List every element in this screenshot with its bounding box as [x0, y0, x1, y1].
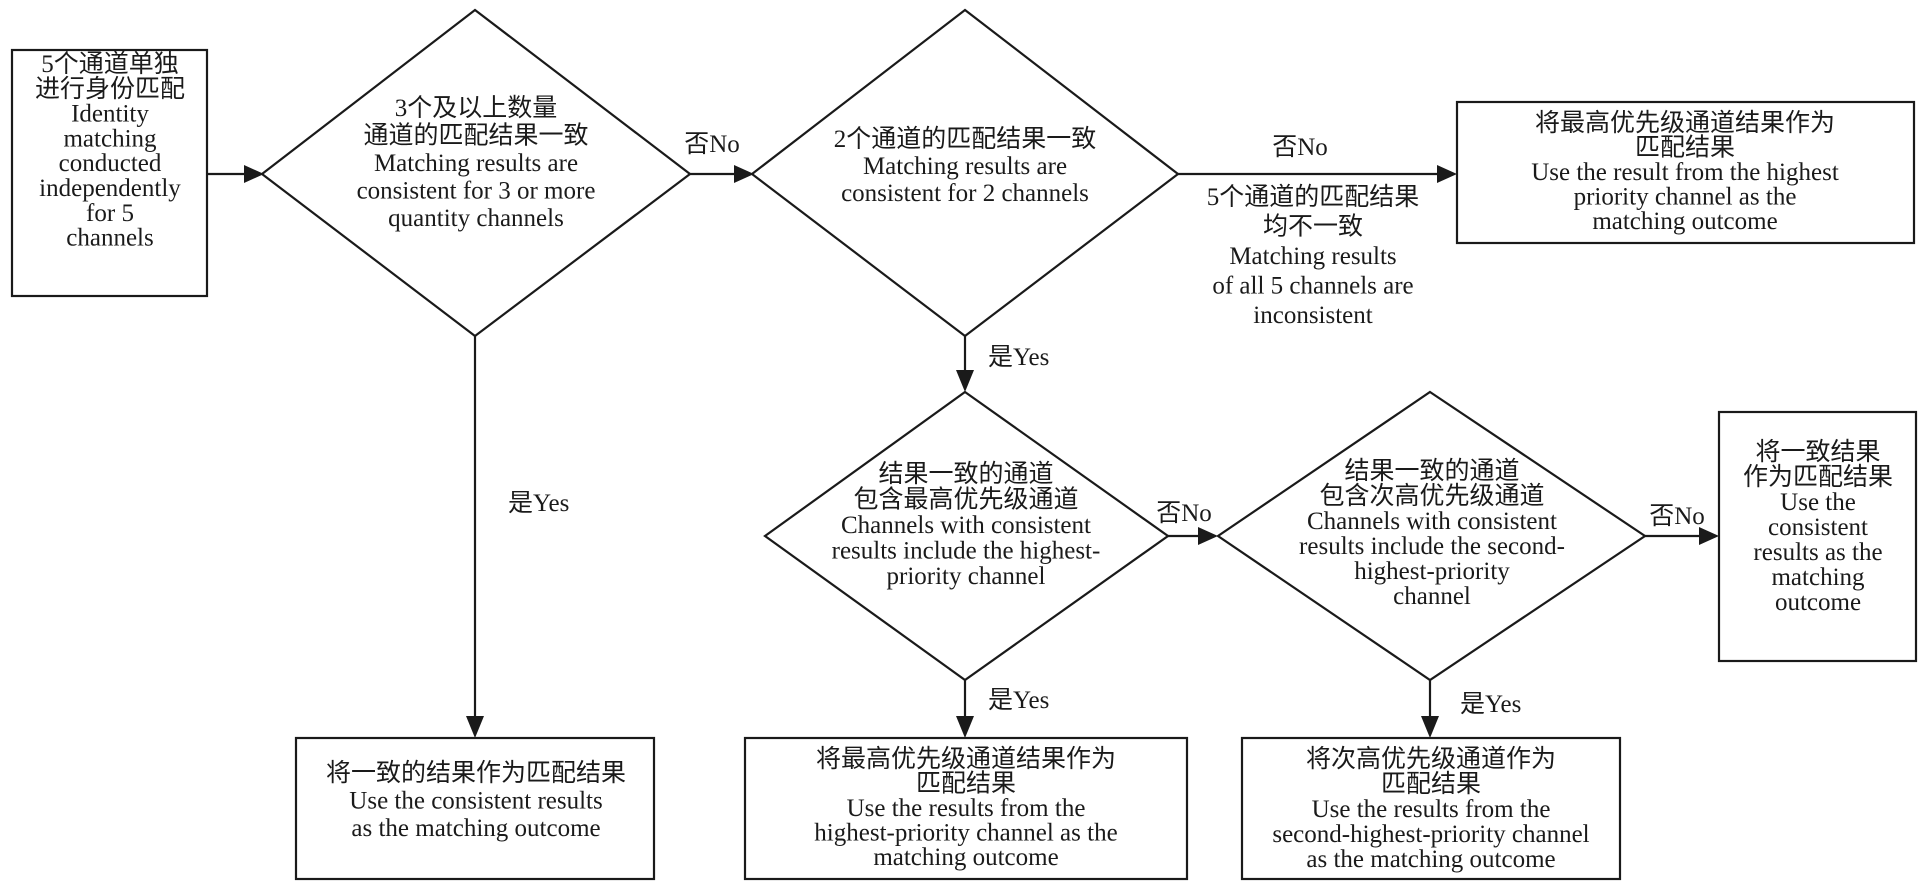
decision-includes-highest-text-line: results include the highest- — [832, 538, 1101, 565]
edge-d1-to-d2 — [690, 165, 754, 183]
decision-3plus-text-line: Matching results are — [374, 150, 578, 177]
result-consistent-right-text-line: consistent — [1768, 514, 1868, 541]
decision-3plus-text-line: 3个及以上数量 — [395, 94, 558, 122]
result-highest-text-line: matching outcome — [1592, 208, 1777, 235]
result-second-box — [1240, 736, 1622, 881]
result-highest-text-line: 匹配结果 — [1635, 134, 1735, 162]
decision-includes-second-highest-text-line: Channels with consistent — [1307, 508, 1557, 535]
edge-start-to-d1 — [207, 165, 264, 183]
result-highest-text-line: Use the result from the highest — [1531, 159, 1839, 186]
start-box-text-line: 5个通道单独 — [41, 50, 179, 78]
decision-includes-second-highest-text-line: highest-priority — [1354, 558, 1510, 585]
edge-d2-to-d3 — [956, 336, 974, 392]
label-d3-rmid-yes: 是Yes — [988, 687, 1049, 714]
result-second-text-line: second-highest-priority channel — [1272, 821, 1589, 848]
label-all-inconsistent-line: of all 5 channels are — [1212, 273, 1413, 300]
label-d2-rhighest-no: 否No — [1272, 134, 1328, 161]
result-consistent-left-text-line: 将一致的结果作为匹配结果 — [326, 759, 626, 787]
start-box — [10, 48, 209, 298]
label-d1-rleft-yes: 是Yes — [508, 490, 569, 517]
result-second-text-line: 匹配结果 — [1381, 770, 1481, 798]
start-box-text-line: conducted — [59, 150, 162, 177]
label-d3-d4-no: 否No — [1156, 500, 1212, 527]
label-d4-rsecond-yes: 是Yes — [1460, 691, 1521, 718]
result-consistent-right-text-line: 作为匹配结果 — [1743, 463, 1893, 491]
result-consistent-left-text-line: as the matching outcome — [351, 815, 600, 842]
edge-d2-to-result-highest — [1178, 165, 1457, 183]
label-d1-d2-no: 否No — [684, 131, 740, 158]
result-highest-text-line: 将最高优先级通道结果作为 — [1535, 109, 1835, 137]
result-highest-mid-text-line: Use the results from the — [847, 795, 1086, 822]
label-d4-rright-no: 否No — [1649, 503, 1705, 530]
decision-2-text-line: 2个通道的匹配结果一致 — [834, 125, 1097, 153]
result-consistent-right-text-line: matching — [1771, 564, 1865, 591]
label-all-inconsistent-line: inconsistent — [1253, 302, 1372, 329]
decision-includes-second-highest-text-line: 结果一致的通道 — [1344, 457, 1519, 485]
label-all-inconsistent-line: 5个通道的匹配结果 — [1207, 183, 1420, 211]
result-consistent-right-text-line: outcome — [1775, 589, 1861, 616]
result-consistent-right-text-line: 将一致结果 — [1755, 438, 1880, 466]
start-box-text-line: 进行身份匹配 — [35, 75, 185, 103]
result-highest-priority-box — [1455, 100, 1916, 245]
decision-includes-highest-text-line: 包含最高优先级通道 — [853, 486, 1078, 514]
edge-d3-to-d4 — [1168, 527, 1218, 545]
decision-2-text-line: consistent for 2 channels — [841, 180, 1089, 207]
result-second-text-line: 将次高优先级通道作为 — [1306, 745, 1556, 773]
label-all-inconsistent-line: Matching results — [1229, 243, 1396, 270]
decision-includes-second-highest-text-line: 包含次高优先级通道 — [1319, 482, 1544, 510]
label-d2-d3-yes: 是Yes — [988, 344, 1049, 371]
decision-3plus-text-line: consistent for 3 or more — [357, 178, 596, 205]
edge-d4-to-result-right — [1645, 527, 1719, 545]
start-box-text-line: independently — [39, 175, 181, 202]
start-box-text-line: matching — [63, 125, 157, 152]
result-consistent-left-box — [294, 736, 656, 881]
decision-includes-highest-text-line: Channels with consistent — [841, 512, 1091, 539]
result-highest-mid-box — [743, 736, 1189, 881]
result-consistent-right-text-line: results as the — [1753, 539, 1882, 566]
start-box-text-line: Identity — [71, 101, 149, 128]
result-highest-mid-text-line: matching outcome — [873, 844, 1058, 871]
result-highest-mid-text-line: highest-priority channel as the — [814, 820, 1117, 847]
decision-includes-second-highest-text-line: results include the second- — [1299, 533, 1565, 560]
decision-includes-highest-text-line: priority channel — [887, 563, 1046, 590]
decision-3plus-text-line: quantity channels — [388, 205, 564, 232]
result-highest-text-line: priority channel as the — [1574, 184, 1797, 211]
decision-includes-highest-text-line: 结果一致的通道 — [878, 460, 1053, 488]
start-box-text-line: for 5 — [86, 200, 134, 227]
result-second-text-line: as the matching outcome — [1306, 846, 1555, 873]
result-second-text-line: Use the results from the — [1312, 796, 1551, 823]
decision-includes-second-highest-text-line: channel — [1393, 583, 1471, 610]
edge-d1-to-result-left — [466, 336, 484, 738]
result-consistent-right-box — [1717, 410, 1918, 663]
result-highest-mid-text-line: 将最高优先级通道结果作为 — [816, 745, 1116, 773]
start-box-text-line: channels — [66, 225, 153, 252]
result-consistent-right-text-line: Use the — [1780, 489, 1856, 516]
edge-d3-to-result-mid — [956, 680, 974, 738]
result-consistent-left-text-line: Use the consistent results — [349, 788, 602, 815]
edge-d4-to-result-second — [1421, 680, 1439, 738]
decision-2-text-line: Matching results are — [863, 153, 1067, 180]
label-all-inconsistent-line: 均不一致 — [1263, 213, 1363, 241]
result-highest-mid-text-line: 匹配结果 — [916, 770, 1016, 798]
decision-3plus-text-line: 通道的匹配结果一致 — [363, 122, 588, 150]
